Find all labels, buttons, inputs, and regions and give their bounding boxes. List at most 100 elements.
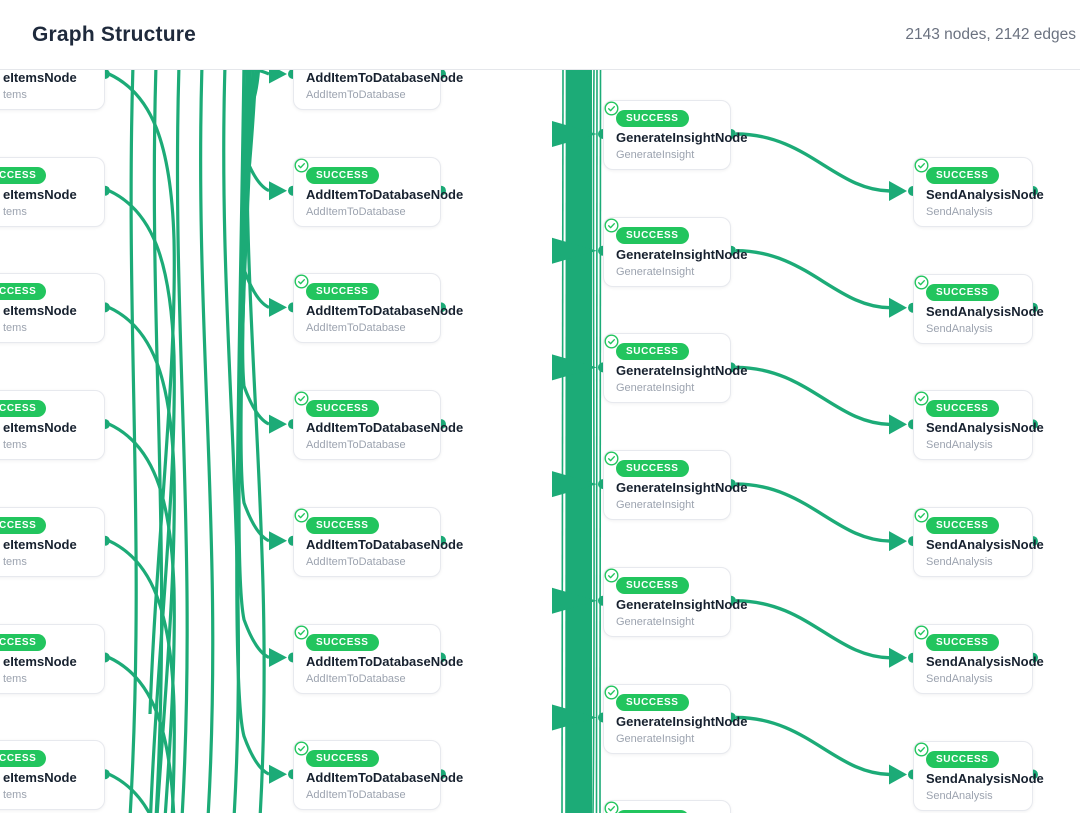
status-row: CCESS [0, 633, 92, 651]
edge-path [592, 70, 595, 813]
node-subtitle: tems [3, 555, 27, 568]
edge-path [735, 249, 892, 310]
arrowhead-icon [552, 704, 597, 731]
graph-node-card-insight-0[interactable]: SUCCESS GenerateInsightNode GenerateInsi… [603, 100, 747, 170]
status-row: SUCCESS [604, 568, 718, 594]
node-title: AddItemToDatabaseNode [306, 653, 464, 669]
graph-node-card-item-4[interactable]: CCESS eItemsNode tems [0, 506, 105, 577]
edge-path [222, 70, 241, 813]
status-badge: CCESS [0, 166, 47, 184]
check-circle-icon [294, 741, 309, 756]
arrowhead-icon [269, 297, 287, 317]
status-row: SUCCESS [914, 508, 1020, 535]
node-subtitle: SendAnalysis [926, 789, 993, 802]
graph-node-card-send-0[interactable]: SUCCESS SendAnalysisNode SendAnalysis [913, 157, 1044, 227]
edge-path [235, 70, 270, 776]
arrowhead-icon [269, 764, 287, 784]
node-subtitle: SendAnalysis [926, 322, 993, 335]
node-subtitle: GenerateInsight [616, 382, 695, 395]
graph-node-card-add-3[interactable]: SUCCESS AddItemToDatabaseNode AddItemToD… [293, 390, 463, 461]
status-row: SUCCESS [604, 801, 718, 813]
status-badge: SUCCESS [616, 343, 689, 361]
check-circle-icon [914, 508, 929, 523]
graph-node-card-insight-4[interactable]: SUCCESS GenerateInsightNode GenerateInsi… [603, 566, 747, 637]
edge-path [199, 70, 215, 813]
edge-path [599, 70, 602, 813]
graph-node-card-insight-1[interactable]: SUCCESS GenerateInsightNode GenerateInsi… [603, 216, 747, 287]
check-circle-icon [294, 624, 309, 640]
graph-node-card-insight-2[interactable]: SUCCESS GenerateInsightNode GenerateInsi… [603, 333, 747, 404]
graph-node-card-add-5[interactable]: SUCCESS AddItemToDatabaseNode AddItemToD… [293, 623, 464, 694]
status-row: CCESS [0, 400, 92, 418]
arrowhead-icon [269, 70, 287, 84]
check-circle-icon [604, 218, 619, 233]
graph-node-card-add-4[interactable]: SUCCESS AddItemToDatabaseNode AddItemToD… [293, 506, 463, 577]
edge-path [561, 70, 564, 813]
graph-node-card-item-1[interactable]: CCESS eItemsNode tems [0, 156, 105, 227]
graph-node-card-send-3[interactable]: SUCCESS SendAnalysisNode SendAnalysis [913, 507, 1044, 578]
status-badge: SUCCESS [306, 633, 379, 651]
node-subtitle: SendAnalysis [926, 556, 993, 569]
check-circle-icon [604, 568, 619, 583]
arrowhead-icon [269, 414, 287, 434]
status-badge: SUCCESS [306, 400, 379, 418]
node-title: eItemsNode [3, 420, 77, 436]
status-badge: CCESS [0, 283, 47, 301]
graph-node-card-send-1[interactable]: SUCCESS SendAnalysisNode SendAnalysis [913, 273, 1044, 344]
arrowhead-icon [269, 531, 287, 551]
node-subtitle: AddItemToDatabase [306, 789, 406, 802]
status-badge: SUCCESS [306, 516, 379, 534]
graph-node-card-add-2[interactable]: SUCCESS AddItemToDatabaseNode AddItemToD… [293, 273, 463, 344]
check-circle-icon [294, 158, 309, 173]
node-title: GenerateInsightNode [616, 713, 748, 729]
node-subtitle: AddItemToDatabase [306, 205, 406, 218]
panel-header: Graph Structure 2143 nodes, 2142 edges [0, 0, 1080, 70]
status-row: SUCCESS [294, 391, 428, 418]
status-badge: SUCCESS [926, 400, 999, 418]
arrowhead-icon [889, 297, 907, 318]
status-row: SUCCESS [914, 625, 1020, 651]
graph-node-card-add-1[interactable]: SUCCESS AddItemToDatabaseNode AddItemToD… [293, 156, 464, 227]
node-subtitle: GenerateInsight [616, 265, 695, 278]
node-title: SendAnalysisNode [926, 537, 1044, 553]
graph-node-card-send-5[interactable]: SUCCESS SendAnalysisNode SendAnalysis [913, 740, 1044, 811]
graph-node-card-add-6[interactable]: SUCCESS AddItemToDatabaseNode AddItemToD… [293, 740, 463, 811]
graph-node-card-send-2[interactable]: SUCCESS SendAnalysisNode SendAnalysis [913, 390, 1044, 461]
edge-path [108, 539, 176, 813]
status-badge: SUCCESS [306, 166, 379, 184]
arrowhead-icon [889, 181, 907, 201]
arrowhead-icon [552, 471, 597, 498]
node-subtitle: AddItemToDatabase [306, 89, 406, 101]
graph-node-card-insight-5[interactable]: SUCCESS GenerateInsightNode GenerateInsi… [603, 683, 748, 754]
graph-canvas[interactable]: CCESS eItemsNode tems CCESS eItemsNode t… [0, 70, 1080, 813]
status-badge: SUCCESS [926, 750, 999, 768]
graph-node-card-add-0[interactable]: SUCCESS AddItemToDatabaseNode AddItemToD… [293, 70, 463, 110]
node-subtitle: SendAnalysis [926, 672, 993, 685]
status-badge: SUCCESS [926, 167, 999, 184]
graph-node-card-send-4[interactable]: SUCCESS SendAnalysisNode SendAnalysis [913, 623, 1044, 694]
edge-path [108, 305, 176, 813]
status-badge: SUCCESS [926, 633, 999, 651]
status-row: SUCCESS [914, 391, 1020, 418]
status-row: SUCCESS [604, 218, 718, 244]
status-row: CCESS [0, 750, 92, 768]
node-title: AddItemToDatabaseNode [306, 186, 464, 202]
graph-node-card-item-5[interactable]: CCESS eItemsNode tems [0, 623, 105, 694]
graph-node-card-item-6[interactable]: CCESS eItemsNode tems [0, 740, 105, 811]
graph-node-card-item-3[interactable]: CCESS eItemsNode tems [0, 390, 105, 461]
graph-node-card-item-0[interactable]: CCESS eItemsNode tems [0, 70, 105, 110]
node-subtitle: tems [3, 672, 27, 685]
status-badge: SUCCESS [306, 283, 379, 301]
graph-node-card-insight-3[interactable]: SUCCESS GenerateInsightNode GenerateInsi… [603, 450, 748, 521]
graph-node-card-insight-6[interactable]: SUCCESS GenerateInsightNode GenerateInsi… [603, 800, 731, 813]
status-badge: SUCCESS [616, 576, 689, 594]
node-title: eItemsNode [3, 303, 77, 319]
edge-path [735, 715, 892, 777]
check-circle-icon [914, 391, 929, 406]
node-title: SendAnalysisNode [926, 420, 1044, 436]
node-title: eItemsNode [3, 70, 77, 85]
node-title: SendAnalysisNode [926, 187, 1044, 202]
status-badge: SUCCESS [616, 693, 689, 711]
node-title: GenerateInsightNode [616, 480, 748, 496]
graph-node-card-item-2[interactable]: CCESS eItemsNode tems [0, 273, 105, 344]
